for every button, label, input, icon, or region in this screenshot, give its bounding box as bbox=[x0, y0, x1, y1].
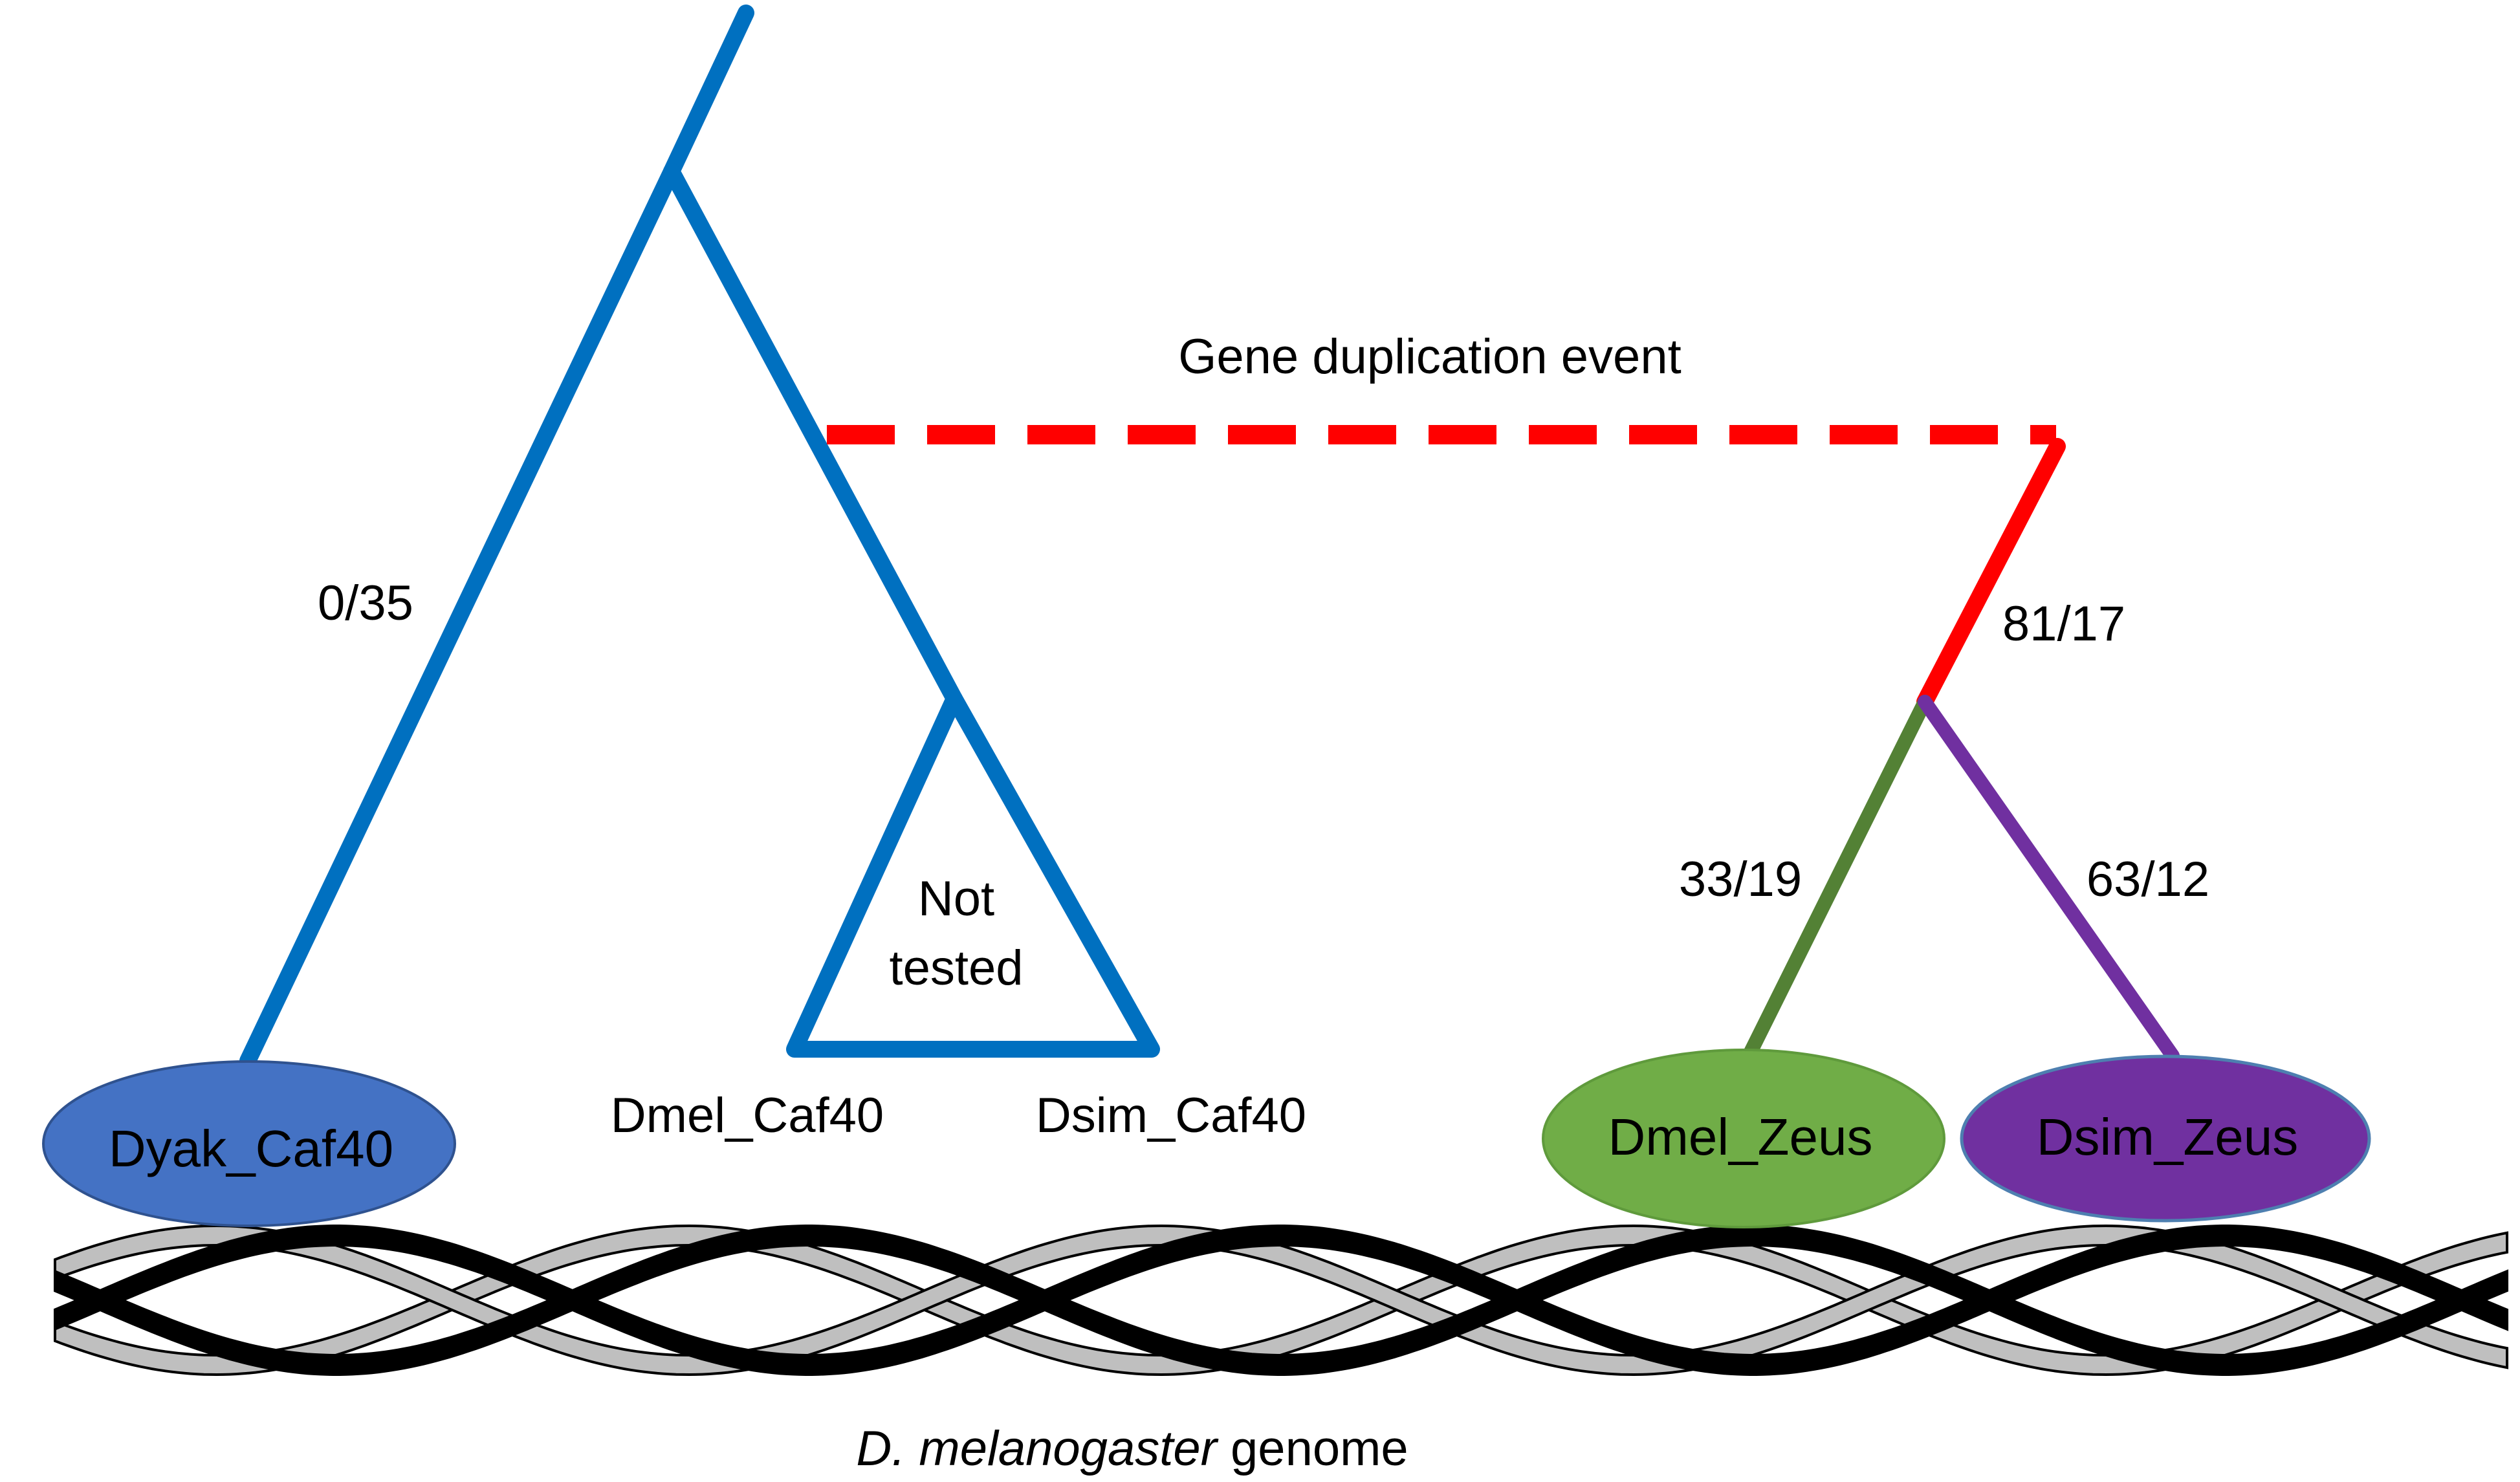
node-dyak-caf40 bbox=[42, 1060, 456, 1227]
branch-zeus-ancestor bbox=[1916, 438, 2066, 710]
branch-dmel-zeus bbox=[1738, 695, 1932, 1069]
node-label-dsim-caf40: Dsim_Caf40 bbox=[1036, 1088, 1306, 1143]
node-label-dyak-caf40: Dyak_Caf40 bbox=[109, 1120, 393, 1177]
node-label-dmel-zeus: Dmel_Zeus bbox=[1608, 1108, 1872, 1166]
zeus-tree bbox=[1738, 438, 2180, 1069]
genome-species: D. melanogaster bbox=[856, 1421, 1218, 1476]
branch-label-red: 81/17 bbox=[2002, 596, 2125, 651]
branch-label-dsim-zeus: 63/12 bbox=[2087, 852, 2209, 907]
not-tested-label-line1: Not bbox=[918, 871, 994, 926]
node-dsim-zeus bbox=[1960, 1054, 2371, 1223]
dna-strand-dark-2 bbox=[54, 1225, 2508, 1376]
node-dmel-zeus bbox=[1542, 1049, 1945, 1228]
genome-suffix: genome bbox=[1217, 1421, 1408, 1476]
not-tested-triangle bbox=[786, 690, 1160, 1058]
caf40-tree bbox=[239, 5, 1160, 1069]
branch-label-dmel-zeus: 33/19 bbox=[1679, 852, 1802, 907]
branch-caf40-clade bbox=[663, 163, 963, 707]
dna-strand-dark-1 bbox=[54, 1225, 2508, 1376]
dna-helix bbox=[54, 1224, 2508, 1377]
branch-dyak-caf40 bbox=[239, 163, 680, 1069]
root-branch bbox=[663, 5, 754, 180]
gene-duplication-label: Gene duplication event bbox=[1178, 329, 1681, 384]
node-label-dsim-zeus: Dsim_Zeus bbox=[2037, 1108, 2299, 1166]
branch-dsim-zeus bbox=[1918, 695, 2180, 1063]
not-tested-label-line2: tested bbox=[889, 941, 1023, 996]
node-label-dmel-caf40: Dmel_Caf40 bbox=[611, 1088, 884, 1143]
genome-label: D. melanogaster genome bbox=[856, 1421, 1408, 1476]
branch-label-dyak: 0/35 bbox=[318, 576, 413, 631]
